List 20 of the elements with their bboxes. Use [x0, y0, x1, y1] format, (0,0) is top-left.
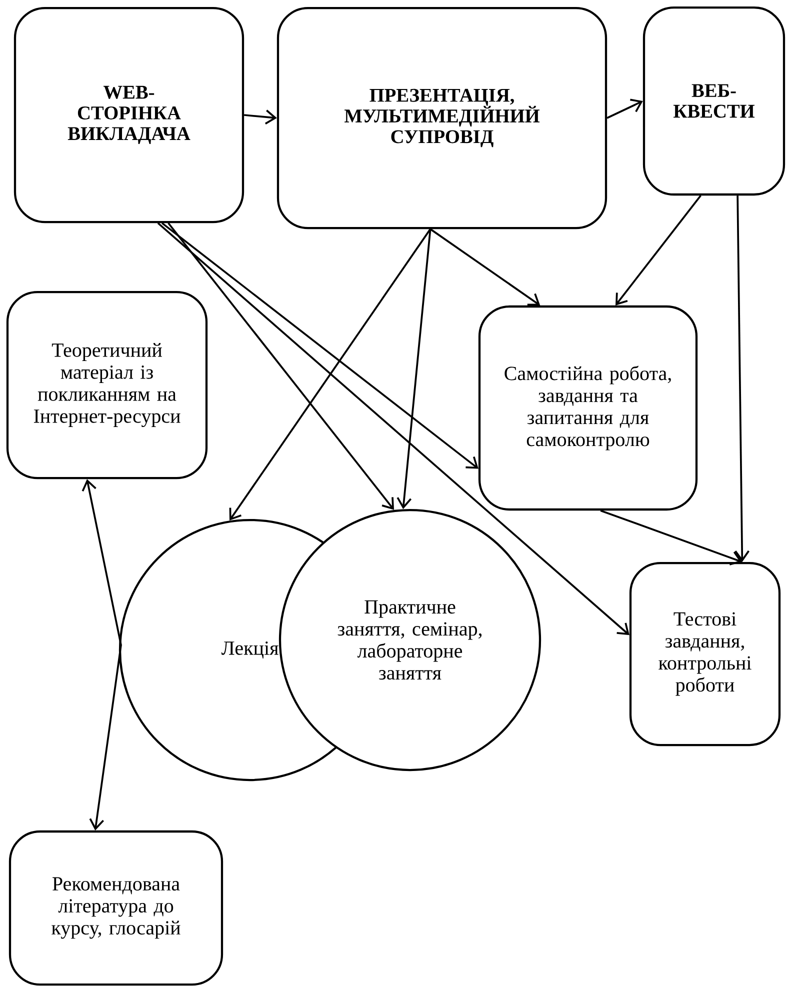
arrow: [606, 98, 643, 119]
arrow: [168, 222, 394, 510]
rounded-box: Тестові завдання, контрольні роботи: [629, 562, 781, 746]
arrow: [161, 222, 478, 469]
rounded-box: WEB-СТОРІНКА ВИКЛАДАЧА: [14, 6, 244, 224]
rounded-box: Самостійна робота, завдання та запитання для самоконтролю: [478, 305, 698, 511]
arrow: [734, 196, 750, 562]
arrow: [157, 222, 630, 636]
arrow: [82, 479, 122, 830]
arrow: [244, 110, 277, 124]
arrow: [600, 510, 742, 566]
rounded-box: Теоретичний матеріал із покликанням на Інтернет-ресурси: [6, 290, 208, 480]
arrow: [430, 228, 540, 306]
arrow: [229, 228, 432, 521]
rounded-box: ВЕБ-КВЕСТИ: [642, 6, 786, 196]
arrow: [615, 195, 702, 306]
rounded-box: ПРЕЗЕНТАЦІЯ, МУЛЬТИМЕДІЙНИЙ СУПРОВІД: [276, 6, 608, 230]
rounded-box: Рекомендована література до курсу, глосарій: [8, 830, 224, 986]
arrow: [396, 228, 432, 510]
circle-node: Практичне заняття, семінар, лабораторне заняття: [278, 508, 542, 772]
